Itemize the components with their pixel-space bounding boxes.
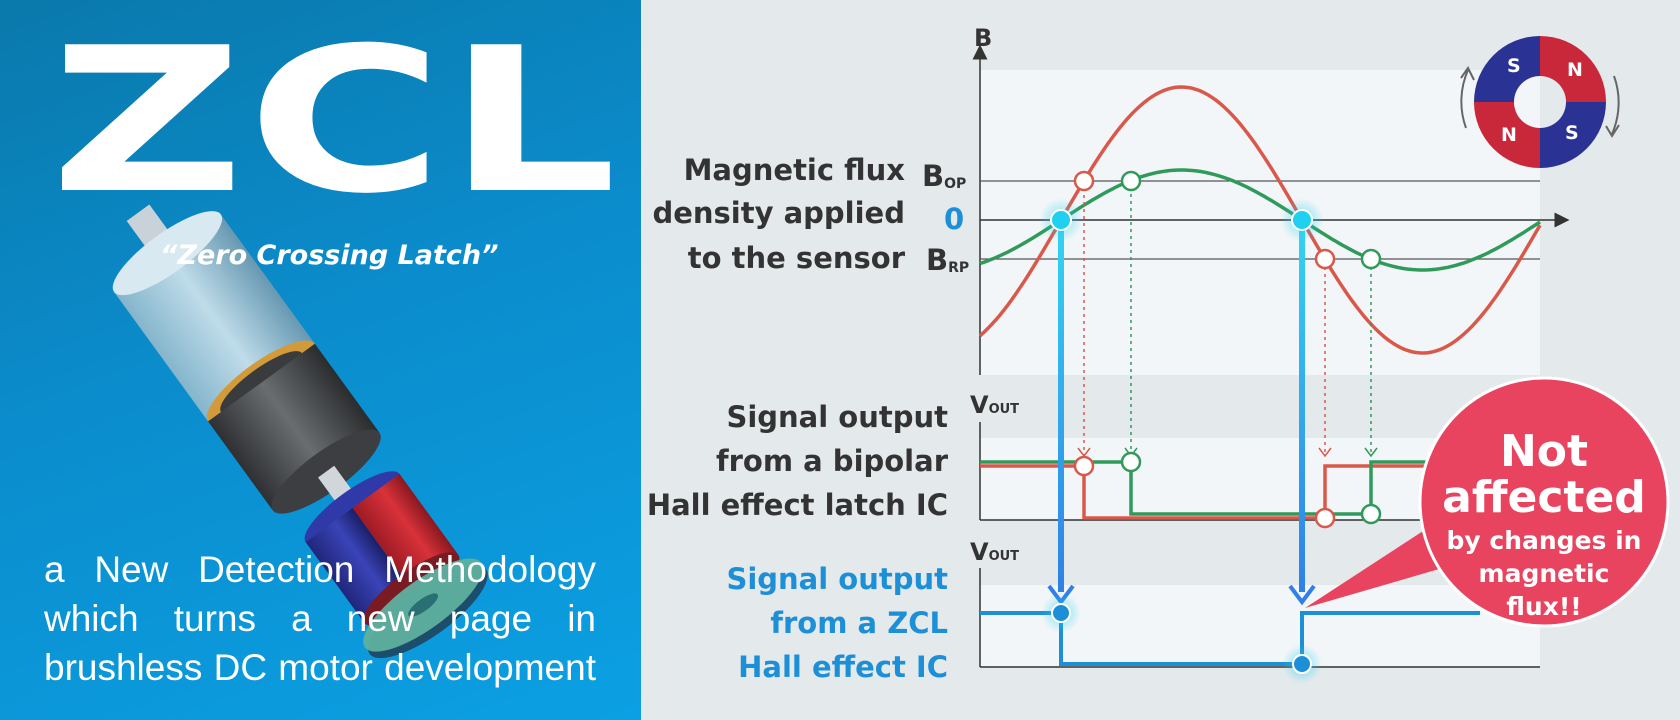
callout-bubble: Not affected by changes in magnetic flux…: [1305, 376, 1670, 628]
switch-marker-weak-2: [1360, 503, 1382, 525]
switch-marker-weak-1: [1120, 451, 1142, 473]
zcl-switch-point-1: [1051, 603, 1071, 623]
ring-pole-bl: N: [1501, 124, 1517, 146]
callout-line2: affected: [1442, 472, 1646, 523]
switch-marker-strong-2: [1314, 507, 1336, 529]
drop-arrow-red-2: [1318, 447, 1332, 458]
beam-arrow-2: [1288, 584, 1316, 606]
bop-label: BOP: [922, 159, 966, 193]
bipolar-label-line1: Signal output: [726, 400, 948, 434]
drop-arrow-green-2: [1364, 447, 1378, 458]
vout-label-2: VOUT: [970, 538, 1019, 566]
brand-title: ZCL: [50, 5, 620, 238]
ring-pole-tl: S: [1507, 55, 1521, 77]
stator-bottom: [271, 429, 381, 514]
motor-housing-top: [112, 211, 223, 296]
zero-cross-point-2: [1291, 209, 1313, 231]
flux-label-line1: Magnetic flux: [684, 153, 906, 187]
brp-marker-weak: [1360, 248, 1382, 270]
rotation-arrow-head-icon-2: [1605, 124, 1620, 138]
zcl-timing-diagram: B Magnetic flux density applied to the s…: [641, 0, 1680, 720]
zcl-label-line3: Hall effect IC: [738, 650, 948, 684]
flux-label-line2: density applied: [652, 196, 905, 230]
bipolar-output-strong: [980, 464, 1432, 520]
bipolar-label-line2: from a bipolar: [716, 444, 949, 478]
bipolar-output-weak: [980, 460, 1432, 516]
rotation-arrow-head-icon: [1460, 66, 1475, 81]
vout-label-1: VOUT: [970, 391, 1019, 419]
zero-crossing-beam-1: [1058, 222, 1064, 592]
b-axis-label: B: [974, 24, 992, 52]
magnet-ring-icon: S N N S: [1460, 36, 1620, 168]
motor-illustration: [112, 204, 488, 659]
ring-quadrant-bl: [1474, 102, 1540, 168]
callout-line4: magnetic: [1479, 559, 1610, 588]
brp-label: BRP: [926, 243, 969, 277]
bipolar-label-line3: Hall effect latch IC: [647, 488, 948, 522]
ring-quadrant-tr: [1540, 36, 1606, 102]
ring-quadrant-tl: [1474, 36, 1540, 102]
zero-label: 0: [944, 202, 964, 236]
bop-marker-strong: [1073, 170, 1095, 192]
callout-circle: [1418, 376, 1670, 628]
sensor-board-hole: [408, 593, 439, 617]
callout-line3: by changes in: [1447, 526, 1642, 555]
zero-crossing-beam-2: [1299, 222, 1305, 592]
ring-quadrant-br: [1540, 102, 1606, 168]
left-panel: ZCL “Zero Crossing Latch” a New Detectio…: [0, 0, 641, 720]
callout-line5: flux!!: [1506, 592, 1581, 621]
bop-marker-weak: [1120, 170, 1142, 192]
switch-marker-strong-1: [1073, 455, 1095, 477]
ring-pole-tr: N: [1567, 59, 1583, 81]
tagline: “Zero Crossing Latch”: [160, 240, 499, 271]
zero-cross-point-1: [1050, 209, 1072, 231]
ring-pole-br: S: [1565, 122, 1579, 144]
strong-flux-curve: [978, 85, 1542, 355]
rotation-arrow-icon-2: [1611, 75, 1620, 135]
rotation-arrow-icon: [1460, 69, 1469, 129]
stator: [208, 343, 380, 511]
callout-line1: Not: [1500, 426, 1588, 477]
description: a New Detection Methodology which turns …: [44, 549, 596, 688]
brp-marker-strong: [1314, 248, 1336, 270]
zcl-switch-point-2: [1292, 654, 1312, 674]
flux-label-line3: to the sensor: [688, 241, 906, 275]
zcl-label-line1: Signal output: [726, 562, 948, 596]
zcl-label-line2: from a ZCL: [770, 606, 948, 640]
